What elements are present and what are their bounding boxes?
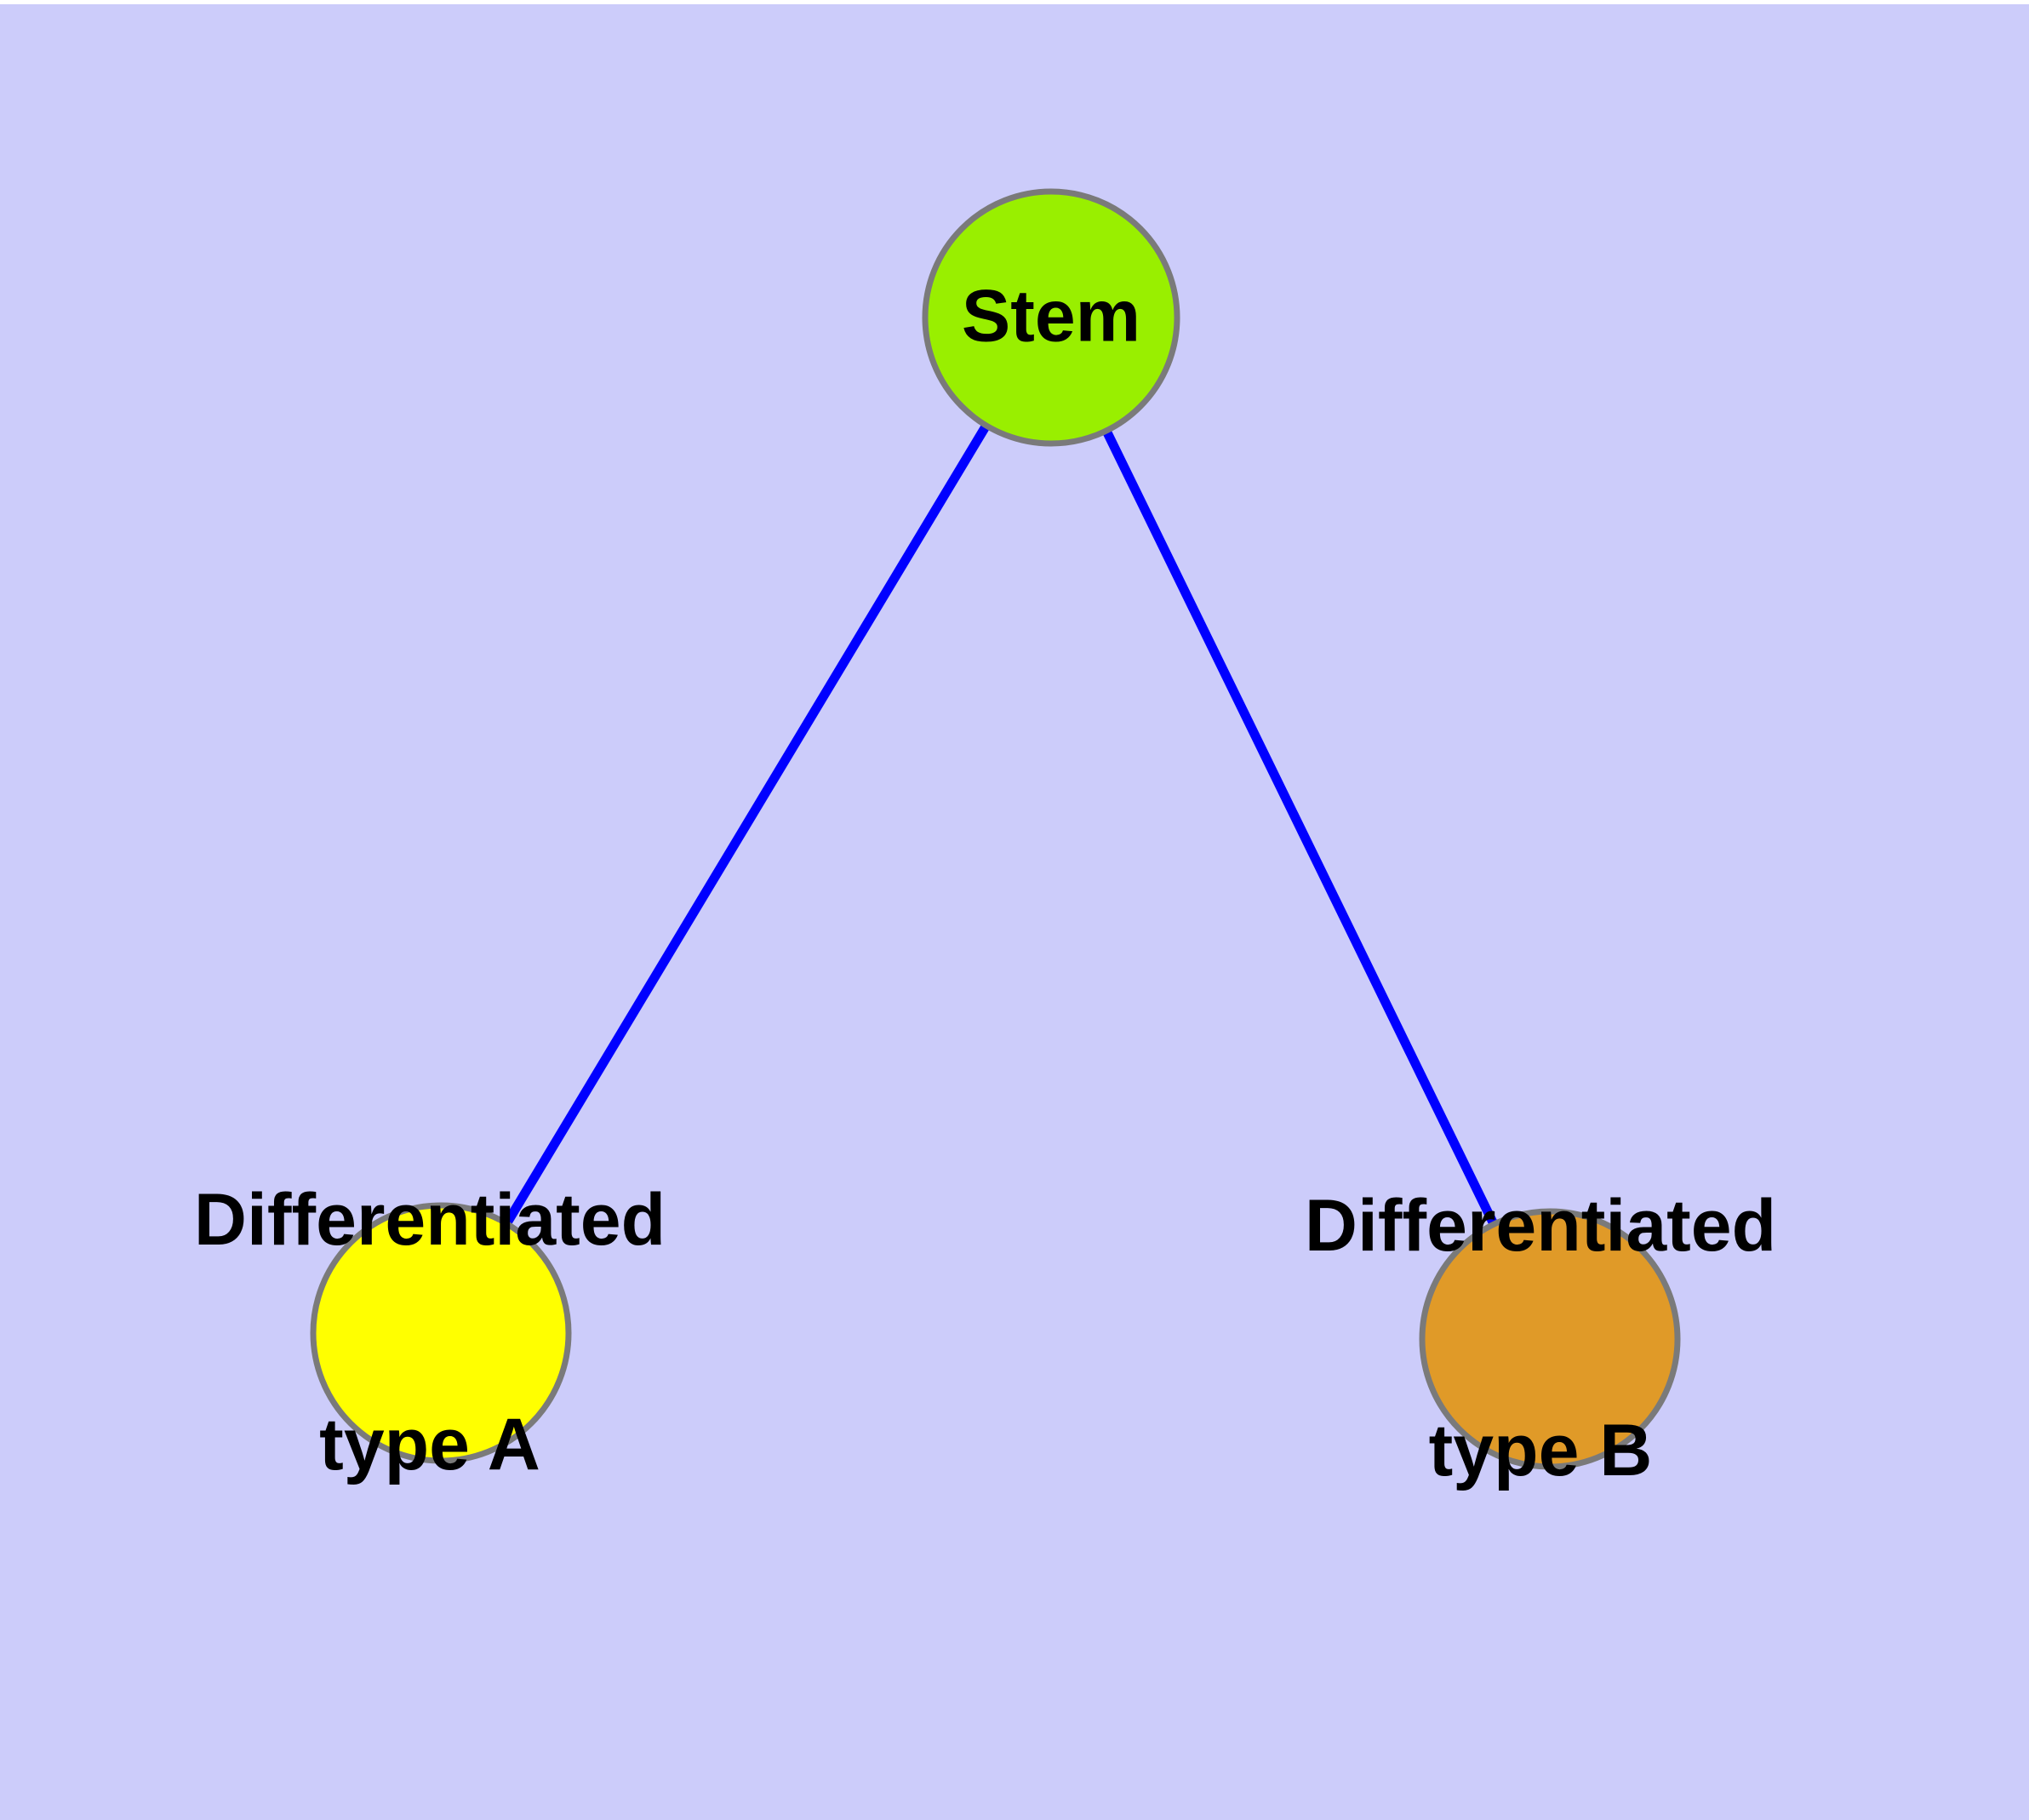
node-layer bbox=[310, 188, 1681, 1470]
node-diff-a-circle[interactable] bbox=[310, 1202, 572, 1464]
node-stem-circle[interactable] bbox=[922, 188, 1180, 447]
node-diff-b-circle[interactable] bbox=[1419, 1208, 1681, 1470]
edge-stem-to-diff-a bbox=[437, 315, 1055, 1336]
edge-stem-to-diff-b bbox=[1047, 315, 1554, 1342]
edge-layer bbox=[437, 315, 1554, 1342]
